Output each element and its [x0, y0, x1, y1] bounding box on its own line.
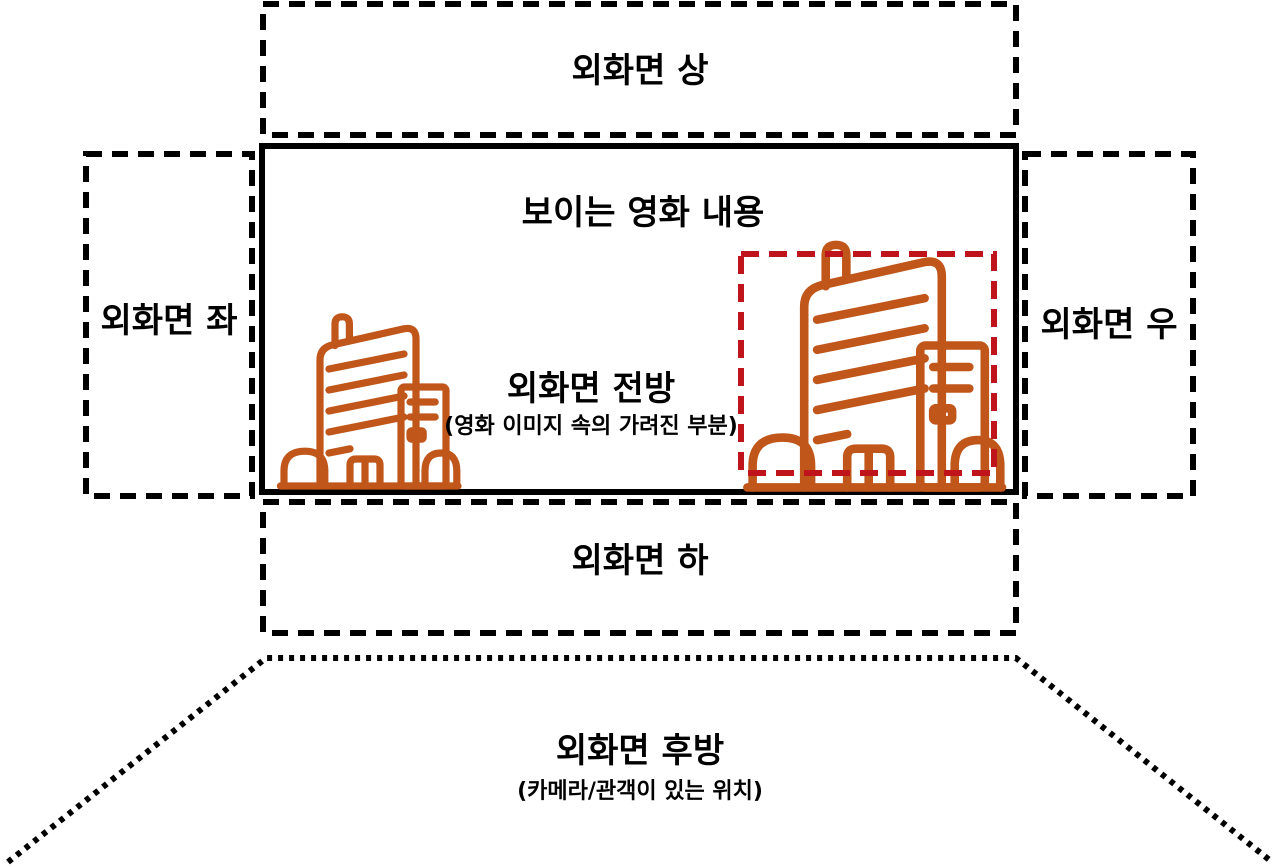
- offscreen-top-label: 외화면 상: [572, 51, 709, 91]
- offscreen-bottom-box: [260, 499, 1019, 636]
- offscreen-top-box: [260, 1, 1019, 138]
- visible-frame: [259, 143, 1019, 495]
- visible-content-label: 보이는 영화 내용: [522, 193, 765, 233]
- offscreen-back-subtitle: (카메라/관객이 있는 위치): [517, 779, 763, 804]
- occluded-region-highlight: [738, 251, 997, 476]
- offscreen-left-label: 외화면 좌: [101, 301, 238, 341]
- offscreen-front-title: 외화면 전방: [507, 369, 675, 409]
- offscreen-right-box: [1022, 151, 1196, 499]
- offscreen-left-box: [83, 151, 255, 499]
- offscreen-right-label: 외화면 우: [1041, 305, 1178, 345]
- building-icon: [747, 245, 1002, 488]
- building-icon: [280, 317, 458, 486]
- offscreen-back-title: 외화면 후방: [556, 731, 724, 771]
- offscreen-front-subtitle: (영화 이미지 속의 가려진 부분): [444, 414, 738, 439]
- offscreen-bottom-label: 외화면 하: [572, 541, 709, 581]
